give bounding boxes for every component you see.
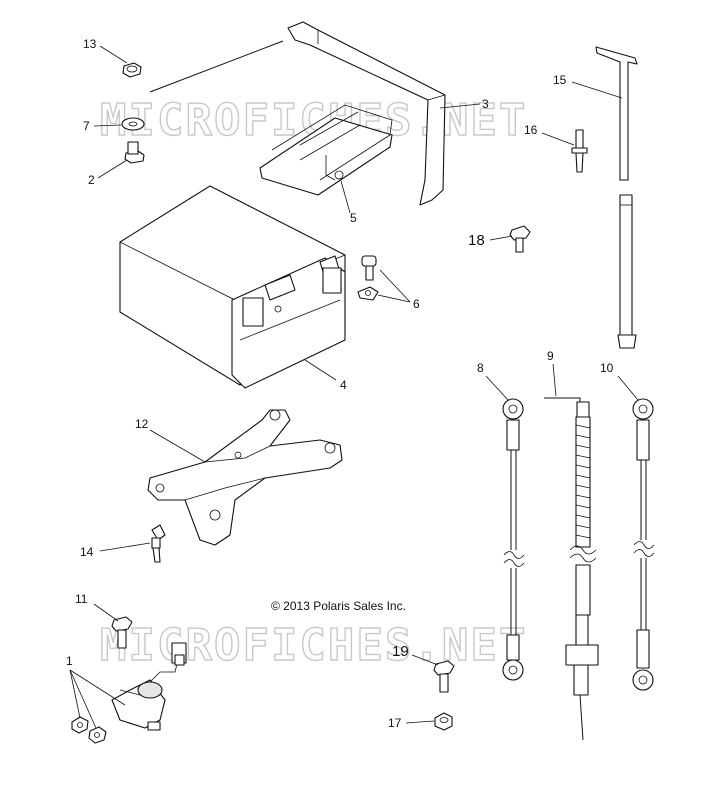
part-3-hold-down-strap[interactable]	[287, 21, 446, 206]
part-10-battery-cable[interactable]	[632, 398, 655, 691]
callout-2: 2	[88, 159, 128, 187]
callout-6: 6	[377, 269, 420, 311]
svg-text:7: 7	[83, 119, 90, 133]
callout-15: 15	[553, 73, 623, 99]
callout-10: 10	[600, 361, 639, 401]
callout-12: 12	[135, 417, 206, 463]
svg-text:11: 11	[75, 592, 88, 606]
part-14-push-rivet[interactable]	[151, 524, 166, 563]
svg-text:1: 1	[66, 654, 73, 668]
watermark-bottom: MICROFICHES.NET	[100, 620, 527, 671]
copyright-notice: © 2013 Polaris Sales Inc.	[271, 599, 406, 613]
svg-text:5: 5	[350, 211, 357, 225]
part-8-battery-cable[interactable]	[502, 398, 525, 681]
assembly-line-13	[149, 40, 284, 93]
part-4-battery[interactable]	[119, 185, 346, 389]
callout-1: 1	[66, 654, 126, 729]
callout-14: 14	[80, 542, 151, 559]
svg-text:18: 18	[468, 232, 485, 249]
svg-text:10: 10	[600, 361, 614, 375]
svg-text:3: 3	[482, 97, 489, 111]
svg-text:6: 6	[413, 297, 420, 311]
svg-text:14: 14	[80, 545, 94, 559]
svg-text:9: 9	[547, 349, 554, 363]
callout-16: 16	[524, 123, 575, 146]
svg-text:8: 8	[477, 361, 484, 375]
callout-8: 8	[477, 361, 509, 401]
callout-4: 4	[304, 359, 347, 392]
callout-9: 9	[547, 349, 557, 397]
svg-text:17: 17	[388, 716, 402, 730]
callout-7: 7	[83, 119, 122, 133]
callout-19: 19	[392, 643, 439, 666]
part-9-wire-harness[interactable]	[544, 397, 599, 741]
part-16-vent-fitting[interactable]	[571, 129, 588, 173]
part-7-washer[interactable]	[121, 117, 145, 131]
svg-text:19: 19	[392, 643, 409, 660]
svg-text:2: 2	[88, 173, 95, 187]
callout-11: 11	[75, 592, 119, 622]
part-5-battery-cover[interactable]	[259, 104, 393, 196]
callout-17: 17	[388, 716, 435, 730]
part-15-vent-tube[interactable]	[595, 46, 638, 349]
part-2-bolt[interactable]	[124, 141, 145, 164]
callout-3: 3	[439, 97, 489, 111]
part-17-nut[interactable]	[434, 712, 453, 731]
callout-5: 5	[340, 180, 357, 225]
svg-text:4: 4	[340, 378, 347, 392]
svg-text:13: 13	[83, 37, 97, 51]
svg-text:16: 16	[524, 123, 538, 137]
svg-text:12: 12	[135, 417, 149, 431]
callout-13: 13	[83, 37, 128, 64]
part-19-bolt[interactable]	[433, 660, 455, 693]
svg-text:15: 15	[553, 73, 567, 87]
callout-18: 18	[468, 232, 513, 249]
part-6-terminal-hardware[interactable]	[357, 255, 379, 301]
part-12-battery-bracket[interactable]	[147, 409, 343, 546]
part-13-nut[interactable]	[122, 62, 142, 78]
part-18-bolt[interactable]	[509, 225, 531, 253]
